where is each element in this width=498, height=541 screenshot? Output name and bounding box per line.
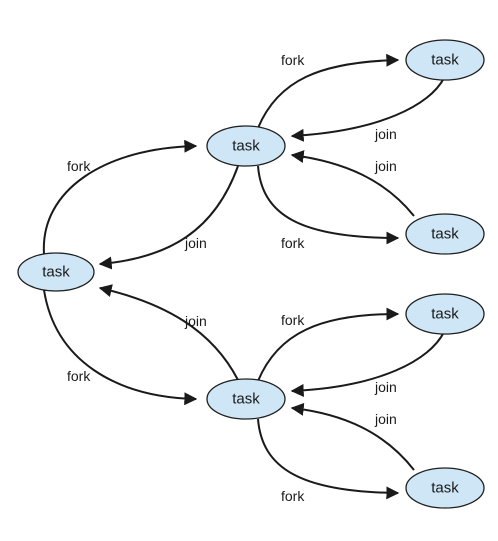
edge-bottom-task-to-leaf-3	[257, 307, 400, 382]
task-node-label: task	[431, 480, 459, 497]
edge-bottom-task-to-leaf-4	[257, 418, 400, 500]
task-node-leaf-2: task	[405, 213, 485, 255]
join-label: join	[184, 235, 207, 251]
task-node-label: task	[42, 264, 70, 281]
join-label: join	[184, 313, 207, 329]
edge-leaf-2-to-top-task	[290, 150, 415, 217]
fork-label: fork	[67, 368, 91, 384]
fork-label: fork	[281, 52, 305, 68]
edge-leaf-3-to-bottom-task	[290, 331, 445, 397]
edge-leaf-4-to-bottom-task	[290, 402, 415, 471]
edge-top-task-to-leaf-1	[257, 53, 400, 129]
edge-leaf-1-to-top-task	[290, 77, 445, 142]
join-label: join	[374, 379, 397, 395]
fork-label: fork	[281, 312, 305, 328]
edge-top-task-to-leaf-2	[257, 165, 400, 245]
join-label: join	[374, 126, 397, 142]
task-node-label: task	[431, 306, 459, 323]
fork-label: fork	[281, 488, 305, 504]
edge-root-to-bottom-task	[43, 289, 198, 406]
task-node-leaf-1: task	[405, 39, 485, 81]
task-node-leaf-3: task	[405, 293, 485, 335]
task-node-top: task	[206, 125, 286, 167]
join-label: join	[374, 411, 397, 427]
task-node-bottom: task	[206, 378, 286, 420]
task-node-label: task	[431, 52, 459, 69]
task-node-root: task	[17, 252, 95, 292]
fork-label: fork	[67, 158, 91, 174]
task-node-label: task	[232, 138, 260, 155]
fork-label: fork	[281, 235, 305, 251]
task-node-label: task	[232, 391, 260, 408]
join-label: join	[374, 158, 397, 174]
edge-bottom-task-to-root	[98, 284, 239, 381]
edge-root-to-top-task	[42, 139, 198, 255]
task-node-leaf-4: task	[405, 467, 485, 509]
task-node-label: task	[431, 226, 459, 243]
edge-top-task-to-root	[98, 165, 239, 270]
